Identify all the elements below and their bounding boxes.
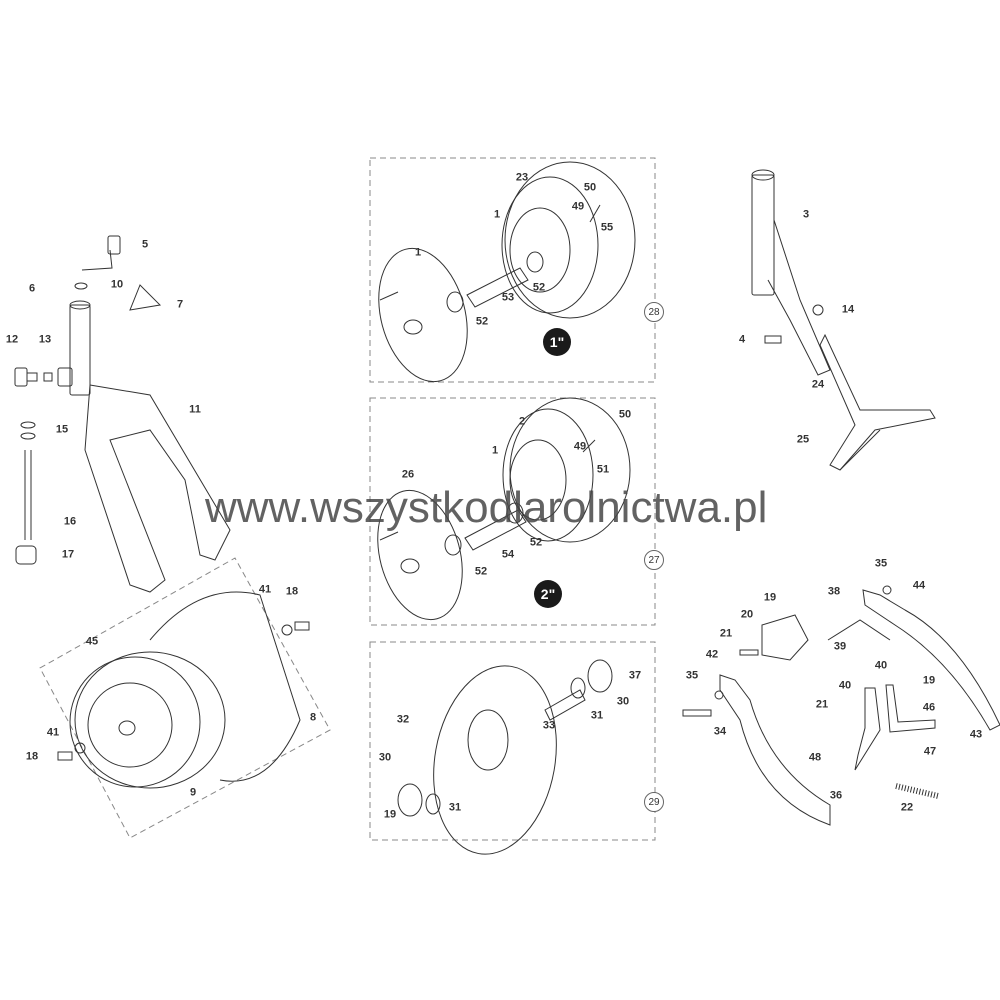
left-frame-art xyxy=(14,235,231,593)
part-label: 12 xyxy=(5,333,19,346)
part-label: 10 xyxy=(110,278,124,291)
part-label: 16 xyxy=(63,515,77,528)
part-label: 41 xyxy=(258,583,272,596)
part-label: 1 xyxy=(491,444,499,457)
part-label: 19 xyxy=(922,674,936,687)
part-label: 52 xyxy=(532,281,546,294)
part-label: 21 xyxy=(815,698,829,711)
scraper-art xyxy=(682,585,1000,826)
part-label: 9 xyxy=(189,786,197,799)
box-ref-27: 27 xyxy=(644,550,664,570)
part-label: 21 xyxy=(719,627,733,640)
part-label: 23 xyxy=(515,171,529,184)
part-label: 19 xyxy=(763,591,777,604)
part-label: 24 xyxy=(811,378,825,391)
part-label: 47 xyxy=(923,745,937,758)
part-label: 31 xyxy=(590,709,604,722)
part-label: 31 xyxy=(448,801,462,814)
part-label: 11 xyxy=(189,403,201,416)
part-label: 30 xyxy=(616,695,630,708)
part-label: 1 xyxy=(493,208,501,221)
part-label: 35 xyxy=(685,669,699,682)
part-label: 38 xyxy=(827,585,841,598)
part-label: 49 xyxy=(573,440,587,453)
right-post-art xyxy=(751,169,936,471)
part-label: 15 xyxy=(55,423,69,436)
part-label: 40 xyxy=(838,679,852,692)
part-label: 42 xyxy=(705,648,719,661)
part-label: 35 xyxy=(874,557,888,570)
part-label: 22 xyxy=(900,801,914,814)
part-label: 19 xyxy=(383,808,397,821)
part-label: 14 xyxy=(841,303,855,316)
part-label: 8 xyxy=(309,711,317,724)
part-label: 25 xyxy=(796,433,810,446)
box-45 xyxy=(39,557,331,839)
press-wheel-art xyxy=(397,659,613,855)
part-label: 52 xyxy=(475,315,489,328)
part-label: 32 xyxy=(396,713,410,726)
part-label: 54 xyxy=(501,548,515,561)
part-label: 43 xyxy=(969,728,983,741)
part-label: 1 xyxy=(414,246,422,259)
part-label: 53 xyxy=(501,291,515,304)
part-label: 7 xyxy=(176,298,184,311)
part-label: 34 xyxy=(713,725,727,738)
part-label: 40 xyxy=(874,659,888,672)
part-label: 4 xyxy=(738,333,746,346)
part-label: 39 xyxy=(833,640,847,653)
part-label: 33 xyxy=(542,719,556,732)
box-ref-29: 29 xyxy=(644,792,664,812)
size-badge-2in: 2" xyxy=(534,580,562,608)
part-label: 3 xyxy=(802,208,810,221)
group-boxes xyxy=(39,157,656,841)
part-label: 41 xyxy=(46,726,60,739)
part-label: 45 xyxy=(85,635,99,648)
part-label: 37 xyxy=(628,669,642,682)
part-label: 46 xyxy=(922,701,936,714)
part-label: 20 xyxy=(740,608,754,621)
part-label: 52 xyxy=(529,536,543,549)
part-label: 55 xyxy=(600,221,614,234)
part-label: 5 xyxy=(141,238,149,251)
part-label: 52 xyxy=(474,565,488,578)
box-ref-28: 28 xyxy=(644,302,664,322)
part-label: 30 xyxy=(378,751,392,764)
box-29 xyxy=(369,641,656,841)
box-28 xyxy=(369,157,656,383)
part-label: 51 xyxy=(596,463,610,476)
watermark: www.wszystkodlarolnictwa.pl xyxy=(205,483,768,532)
part-label: 26 xyxy=(401,468,415,481)
size-badge-1in: 1" xyxy=(543,328,571,356)
part-label: 49 xyxy=(571,200,585,213)
part-label: 6 xyxy=(28,282,36,295)
part-label: 50 xyxy=(618,408,632,421)
part-label: 18 xyxy=(25,750,39,763)
part-label: 48 xyxy=(808,751,822,764)
part-label: 18 xyxy=(285,585,299,598)
wheel-1in-art xyxy=(378,161,636,383)
part-label: 13 xyxy=(38,333,52,346)
part-label: 2 xyxy=(518,415,526,428)
box-27 xyxy=(369,397,656,626)
part-label: 36 xyxy=(829,789,843,802)
left-wheel-art xyxy=(57,591,310,789)
part-label: 44 xyxy=(912,579,926,592)
part-label: 17 xyxy=(61,548,75,561)
part-label: 50 xyxy=(583,181,597,194)
wheel-2in-art xyxy=(377,397,631,621)
